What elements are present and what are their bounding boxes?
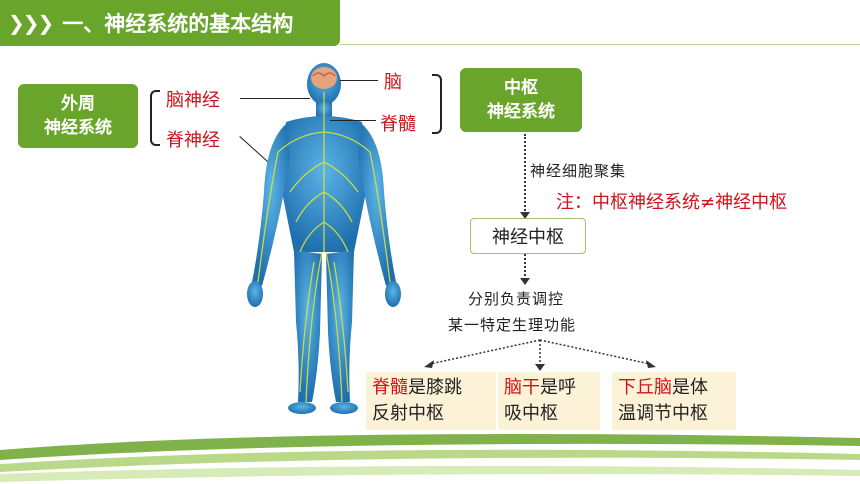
spinal-cord-term: 脊髓 <box>372 377 408 398</box>
spinal-nerve-label: 脊神经 <box>166 130 220 151</box>
spinal-cord-center-box: 脊髓是膝跳 反射中枢 <box>366 372 496 430</box>
central-nervous-system-box: 中枢 神经系统 <box>460 68 582 132</box>
decorative-swoosh <box>0 434 860 482</box>
brainstem-desc1: 是呼 <box>540 377 576 398</box>
flow-arrow-1 <box>524 134 526 214</box>
brain-label: 脑 <box>384 72 402 93</box>
section-title: 一、神经系统的基本结构 <box>62 12 294 36</box>
right-brace <box>432 74 442 134</box>
hypothalamus-term: 下丘脑 <box>618 377 672 398</box>
hypothalamus-center-box: 下丘脑是体 温调节中枢 <box>612 372 736 430</box>
peripheral-nervous-system-box: 外周 神经系统 <box>18 84 138 148</box>
title-divider <box>340 44 860 45</box>
brainstem-desc2: 吸中枢 <box>504 403 558 424</box>
cranial-nerve-pointer <box>240 98 310 99</box>
brain-pointer <box>340 80 378 81</box>
arrow-down-icon <box>520 212 530 219</box>
left-brace <box>150 90 160 146</box>
flow-arrow-2 <box>524 254 526 280</box>
section-title-bar: ❯❯❯ 一、神经系统的基本结构 <box>0 0 340 46</box>
brainstem-term: 脑干 <box>504 377 540 398</box>
spinal-cord-pointer <box>330 120 376 121</box>
hypothalamus-desc1: 是体 <box>672 377 708 398</box>
cranial-nerve-label: 脑神经 <box>166 90 220 111</box>
function-caption-line2: 某一特定生理功能 <box>448 316 577 334</box>
spinal-cord-desc1: 是膝跳 <box>408 377 462 398</box>
human-body-nervous-system-image <box>247 63 401 414</box>
note-text: 注：中枢神经系统≠神经中枢 <box>556 192 788 213</box>
spinal-cord-label: 脊髓 <box>380 114 416 135</box>
chevron-right-icon: ❯❯❯ <box>8 11 54 35</box>
central-line1: 中枢 <box>504 78 538 98</box>
branch-arrows <box>424 339 656 371</box>
peripheral-line1: 外周 <box>61 94 95 114</box>
hypothalamus-desc2: 温调节中枢 <box>618 403 708 424</box>
nerve-center-box: 神经中枢 <box>470 218 586 254</box>
cell-aggregation-caption: 神经细胞聚集 <box>530 162 627 180</box>
central-line2: 神经系统 <box>487 102 555 122</box>
peripheral-line2: 神经系统 <box>44 118 112 138</box>
function-caption-line1: 分别负责调控 <box>468 290 565 308</box>
brainstem-center-box: 脑干是呼 吸中枢 <box>498 372 600 430</box>
spinal-cord-desc2: 反射中枢 <box>372 403 444 424</box>
arrow-down-icon <box>520 278 530 285</box>
